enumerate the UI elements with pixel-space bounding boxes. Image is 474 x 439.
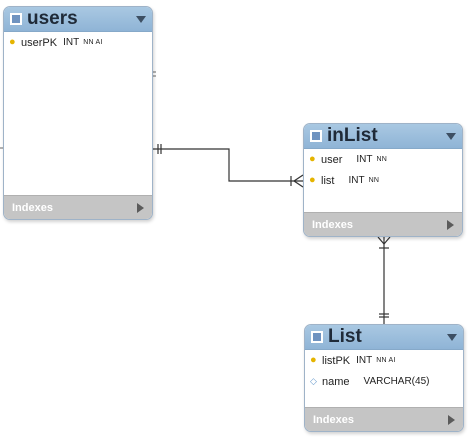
table-name: List bbox=[328, 326, 362, 347]
crowfoot-prong bbox=[383, 236, 391, 245]
column-flags: NN AI bbox=[83, 39, 103, 46]
column-list: ● user INT NN ● list INT NN bbox=[304, 149, 462, 191]
table-inlist[interactable]: inList ● user INT NN ● list INT NN Index… bbox=[303, 123, 463, 237]
collapse-caret-icon[interactable] bbox=[447, 333, 457, 341]
column-row[interactable]: ◇ name VARCHAR(45) bbox=[305, 371, 463, 392]
crowfoot-prong bbox=[377, 236, 385, 245]
column-flags: NN AI bbox=[376, 357, 396, 364]
collapse-caret-icon[interactable] bbox=[136, 15, 146, 23]
collapse-caret-icon[interactable] bbox=[446, 132, 456, 140]
indexes-bar[interactable]: Indexes bbox=[305, 407, 463, 431]
column-type: VARCHAR(45) bbox=[363, 376, 430, 387]
key-icon: ● bbox=[309, 153, 316, 165]
column-type: INT bbox=[63, 37, 80, 48]
table-header[interactable]: List bbox=[305, 325, 463, 350]
column-name: listPK bbox=[322, 354, 351, 367]
key-icon: ● bbox=[9, 36, 16, 48]
column-name: user bbox=[321, 153, 343, 166]
key-icon: ● bbox=[309, 174, 316, 186]
diamond-icon: ◇ bbox=[310, 376, 317, 386]
table-header[interactable]: users bbox=[4, 7, 152, 32]
indexes-label: Indexes bbox=[313, 413, 354, 426]
column-row[interactable]: ● list INT NN bbox=[304, 170, 462, 191]
table-list[interactable]: List ● listPK INT NN AI ◇ name VARCHAR(4… bbox=[304, 324, 464, 432]
column-name: name bbox=[322, 375, 350, 388]
relationship-users-inlist[interactable] bbox=[153, 144, 304, 188]
table-icon bbox=[10, 13, 22, 25]
table-name: users bbox=[27, 8, 78, 29]
table-header[interactable]: inList bbox=[304, 124, 462, 149]
expand-arrow-icon[interactable] bbox=[447, 219, 454, 230]
table-icon bbox=[311, 331, 323, 343]
table-icon bbox=[310, 130, 322, 142]
column-name: userPK bbox=[21, 36, 58, 49]
indexes-bar[interactable]: Indexes bbox=[304, 212, 462, 236]
table-users[interactable]: users ● userPK INT NN AI Indexes bbox=[3, 6, 153, 220]
column-row[interactable]: ● userPK INT NN AI bbox=[4, 32, 152, 53]
column-name: list bbox=[321, 174, 335, 187]
column-type: INT bbox=[348, 175, 365, 186]
table-name: inList bbox=[327, 125, 378, 146]
column-row[interactable]: ● user INT NN bbox=[304, 149, 462, 170]
key-icon: ● bbox=[310, 354, 317, 366]
expand-arrow-icon[interactable] bbox=[137, 202, 144, 213]
indexes-label: Indexes bbox=[312, 218, 353, 231]
column-type: INT bbox=[356, 355, 373, 366]
column-flags: NN bbox=[376, 156, 388, 163]
expand-arrow-icon[interactable] bbox=[448, 414, 455, 425]
indexes-bar[interactable]: Indexes bbox=[4, 195, 152, 219]
column-list: ● listPK INT NN AI ◇ name VARCHAR(45) bbox=[305, 350, 463, 392]
column-list: ● userPK INT NN AI bbox=[4, 32, 152, 53]
column-type: INT bbox=[356, 154, 373, 165]
column-flags: NN bbox=[368, 177, 380, 184]
column-row[interactable]: ● listPK INT NN AI bbox=[305, 350, 463, 371]
crowfoot-prong bbox=[293, 174, 304, 182]
relationship-list-inlist[interactable] bbox=[377, 236, 391, 324]
indexes-label: Indexes bbox=[12, 201, 53, 214]
crowfoot-prong bbox=[293, 180, 304, 188]
